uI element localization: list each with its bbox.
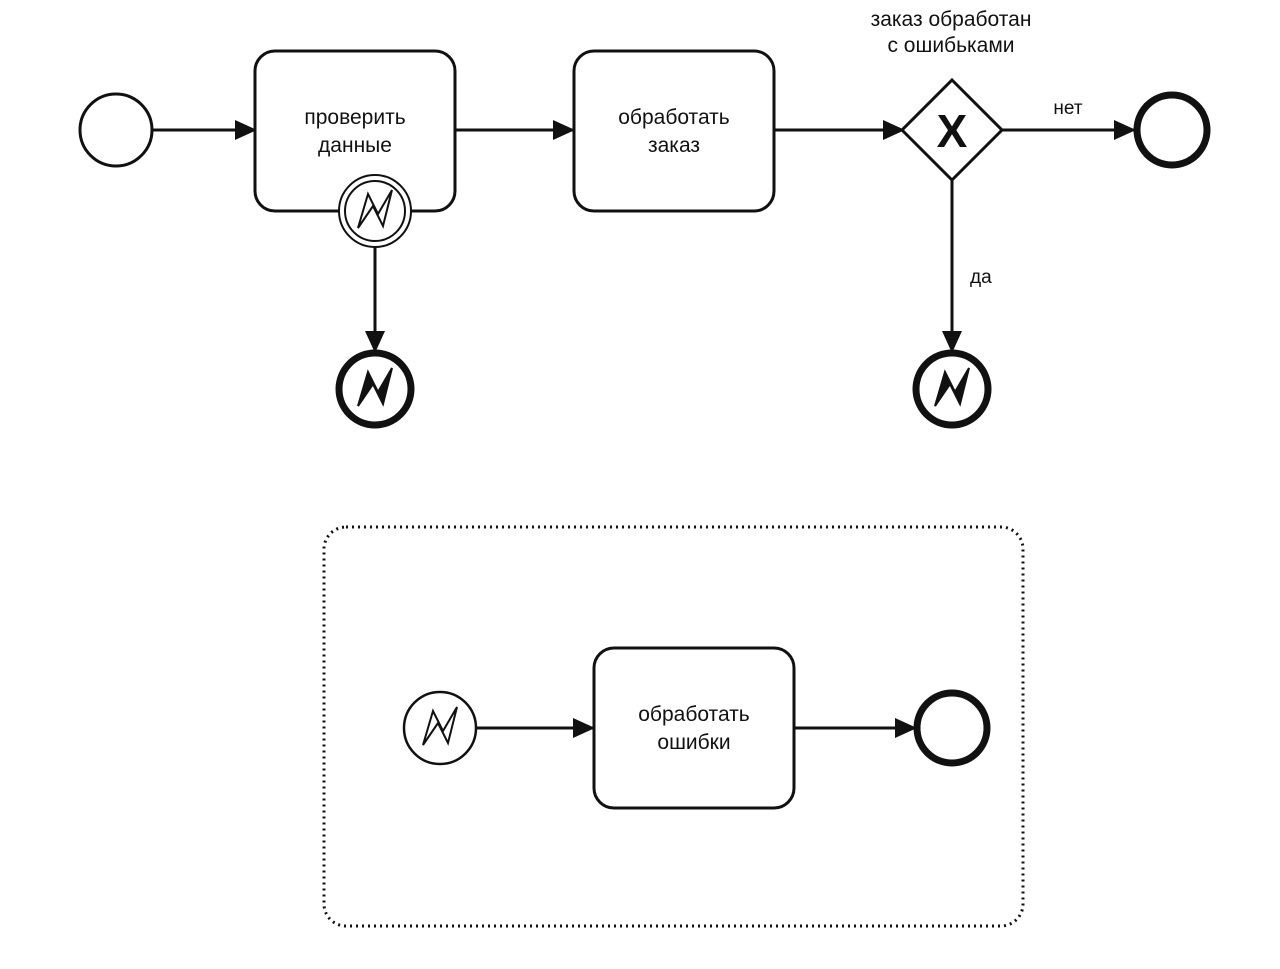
gateway-x-marker: X bbox=[937, 105, 968, 157]
task-check-data: проверить данные bbox=[253, 49, 457, 213]
exclusive-gateway: X bbox=[899, 77, 1005, 183]
gateway-label-line-2: с ошибьками bbox=[887, 34, 1014, 57]
event-subprocess-container bbox=[322, 525, 1025, 928]
task-check-data-line-2: данные bbox=[318, 134, 392, 157]
flow-no-label: нет bbox=[1053, 98, 1082, 119]
start-event bbox=[78, 92, 154, 168]
task-handle-errors-line-1: обработать bbox=[638, 703, 750, 726]
error-end-event-right bbox=[912, 349, 992, 429]
task-handle-errors-line-2: ошибки bbox=[657, 731, 730, 754]
gateway-label-line-1: заказ обработан bbox=[871, 8, 1032, 31]
error-end-event-left bbox=[335, 349, 415, 429]
end-event-subprocess bbox=[913, 689, 991, 767]
end-event-top bbox=[1133, 91, 1211, 169]
error-start-event bbox=[402, 690, 478, 766]
task-check-data-line-1: проверить bbox=[304, 106, 405, 129]
task-handle-errors: обработать ошибки bbox=[592, 646, 796, 810]
task-process-order-line-2: заказ bbox=[648, 134, 700, 157]
task-process-order-line-1: обработать bbox=[618, 106, 730, 129]
boundary-error-icon bbox=[338, 174, 412, 248]
flow-yes-label: да bbox=[970, 267, 992, 288]
task-process-order: обработать заказ bbox=[572, 49, 776, 213]
